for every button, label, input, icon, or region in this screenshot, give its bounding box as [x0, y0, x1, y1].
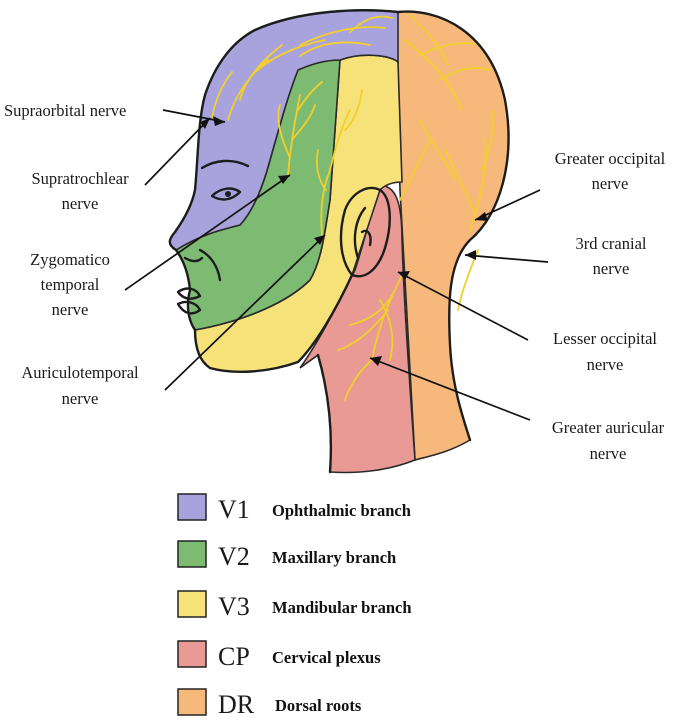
legend-name-v3: Mandibular branch: [272, 598, 412, 617]
pointer-supratrochlear: [144, 117, 211, 186]
pointer-third-cranial: [464, 254, 549, 263]
label-lesser-occipital-line2: nerve: [587, 355, 624, 374]
legend-swatch-v3: [177, 590, 207, 618]
legend-item-v2: V2 Maxillary branch: [177, 540, 396, 571]
region-dr: [394, 10, 510, 462]
nerve-branches: [211, 14, 494, 401]
label-zygomatico-line1: Zygomatico: [30, 250, 110, 269]
label-auriculotemporal-line1: Auriculotemporal: [21, 363, 139, 382]
legend-code-v3: V3: [218, 592, 250, 621]
legend-code-dr: DR: [218, 690, 255, 719]
label-supraorbital-nerve: Supraorbital nerve: [4, 101, 126, 120]
annotation-labels: Supraorbital nerve Supratrochlear nerve …: [4, 101, 666, 463]
label-supratrochlear-line2: nerve: [62, 194, 99, 213]
legend-swatch-v2: [177, 540, 207, 568]
legend-item-v3: V3 Mandibular branch: [177, 590, 412, 621]
legend-code-v1: V1: [218, 495, 250, 524]
label-third-cranial-line1: 3rd cranial: [575, 234, 646, 253]
legend-item-cp: CP Cervical plexus: [177, 640, 381, 671]
legend-item-v1: V1 Ophthalmic branch: [177, 493, 411, 524]
legend-swatch-dr: [177, 688, 207, 716]
pointer-zygomatico: [124, 174, 291, 291]
label-greater-auricular-line1: Greater auricular: [552, 418, 665, 437]
legend-swatch-cp: [177, 640, 207, 668]
legend-name-dr: Dorsal roots: [275, 696, 362, 715]
legend-item-dr: DR Dorsal roots: [177, 688, 362, 719]
label-greater-auricular-line2: nerve: [590, 444, 627, 463]
pointer-lines: [124, 109, 549, 421]
pointer-auriculotemporal: [164, 234, 326, 391]
legend: V1 Ophthalmic branch V2 Maxillary branch…: [177, 493, 412, 719]
legend-name-v1: Ophthalmic branch: [272, 501, 411, 520]
label-lesser-occipital-line1: Lesser occipital: [553, 329, 657, 348]
label-greater-occipital-line2: nerve: [592, 174, 629, 193]
legend-code-v2: V2: [218, 542, 250, 571]
label-third-cranial-line2: nerve: [593, 259, 630, 278]
label-supratrochlear-line1: Supratrochlear: [31, 169, 129, 188]
head-illustration: [168, 9, 510, 474]
pointer-greater-auricular: [369, 357, 531, 421]
legend-swatch-v1: [177, 493, 207, 521]
face-outline: [168, 9, 510, 474]
label-zygomatico-line2: temporal: [41, 275, 100, 294]
legend-code-cp: CP: [218, 642, 250, 671]
pointer-lesser-occipital: [397, 271, 529, 341]
label-greater-occipital-line1: Greater occipital: [555, 149, 666, 168]
legend-name-v2: Maxillary branch: [272, 548, 396, 567]
label-auriculotemporal-line2: nerve: [62, 389, 99, 408]
legend-name-cp: Cervical plexus: [272, 648, 381, 667]
label-zygomatico-line3: nerve: [52, 300, 89, 319]
